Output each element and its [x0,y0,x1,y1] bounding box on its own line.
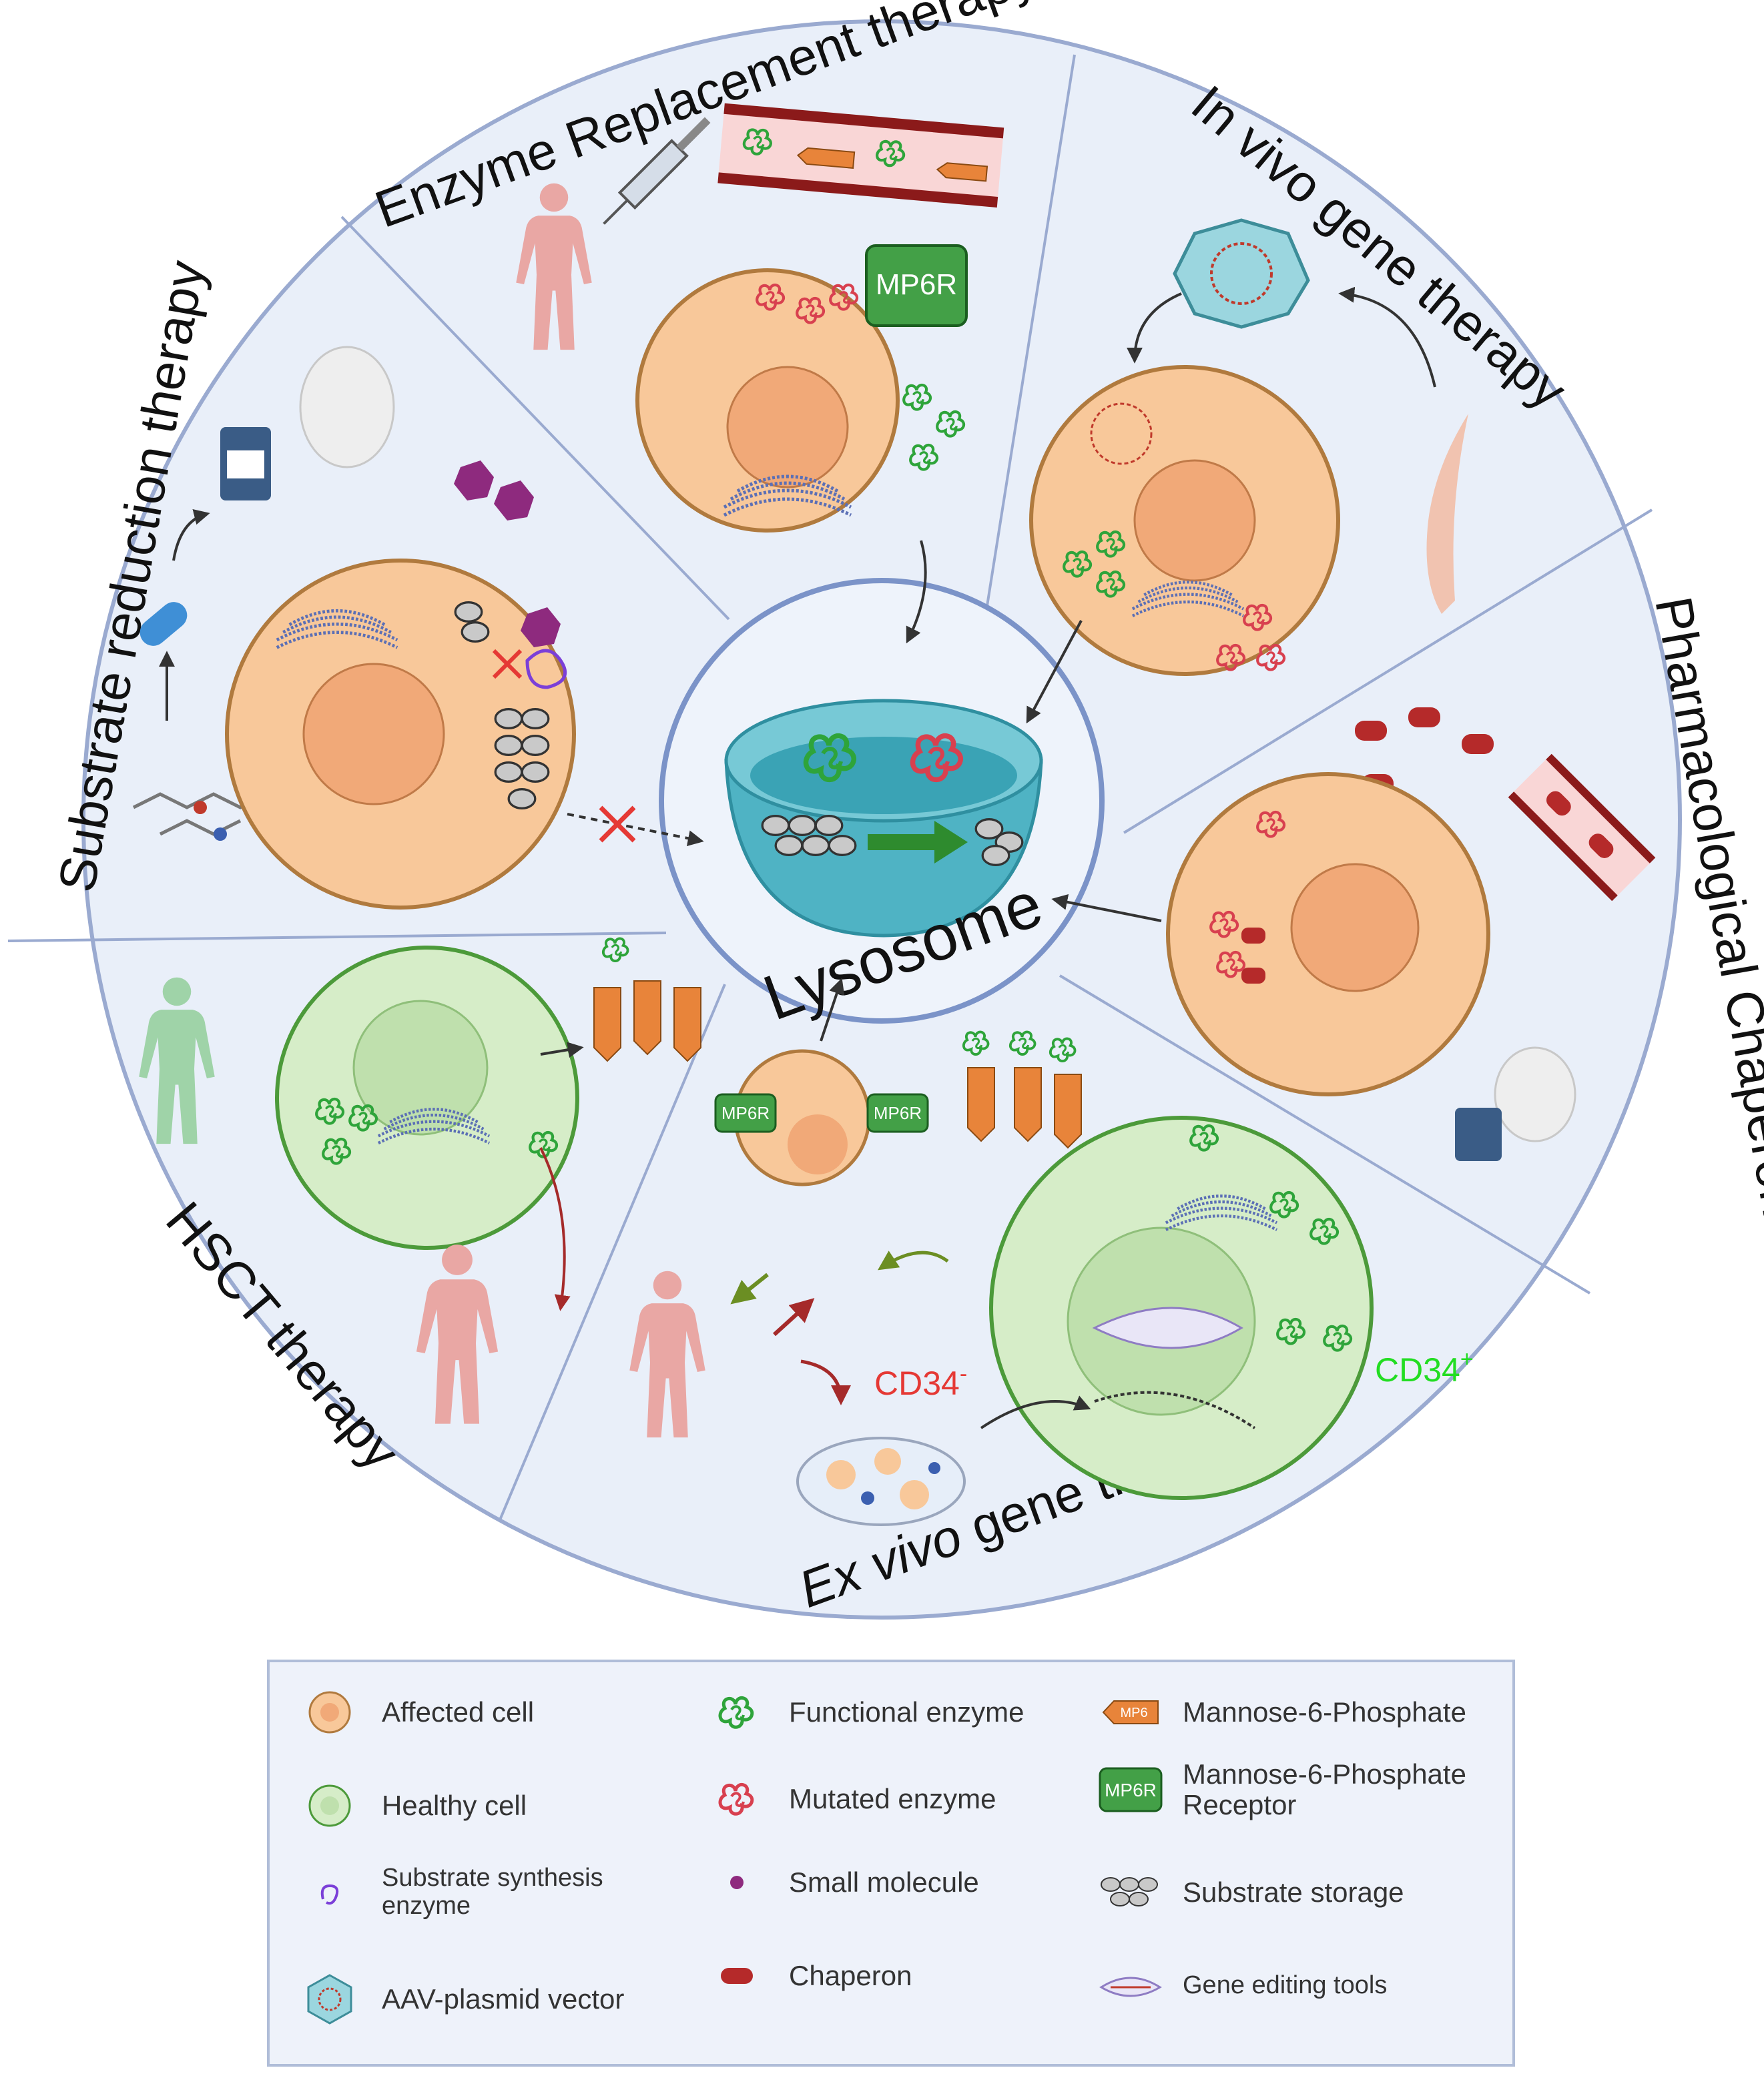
legend-item-aav-vector: AAV-plasmid vector [296,1969,624,2029]
sector-dividers [7,54,1653,1522]
legend-label: Healthy cell [382,1789,527,1821]
legend-label: Gene editing tools [1183,1971,1388,2000]
chaperon-icon [721,1968,753,1984]
legend-item-gene-editing-tools: Gene editing tools [1097,1956,1387,2016]
legend-label: Functional enzyme [789,1696,1024,1728]
legend-label: Mutated enzyme [789,1782,996,1814]
legend-panel: Affected cell Healthy cell Substrate syn… [267,1660,1515,2067]
medicine-bottle-icon [1455,1108,1502,1161]
pill-icon [139,602,188,646]
syringe-icon [603,117,711,225]
exvivo-sector: MP6R MP6R CD34- CD34+ [629,978,1474,1526]
affected-cell-icon [308,1691,351,1734]
cd34-negative-label: CD34- [874,1361,967,1402]
pharma-sector [1051,707,1656,1161]
gene-editing-tools-icon [1099,1977,1162,1997]
cd34-positive-label: CD34+ [1375,1347,1474,1389]
substrate-synthesis-enzyme-icon [525,649,567,689]
small-molecule-icon [730,1876,744,1889]
m6p-tag-icon: MP6 [1102,1700,1159,1724]
therapy-wheel-diagram: Enzyme Replacement therapy In vivo gene … [7,0,1764,1620]
functional-enzyme-icon [717,1692,757,1732]
arm-icon [1426,414,1468,614]
legend-label: Substrate synthesis enzyme [382,1864,603,1920]
ert-sector: MP6R [516,103,1004,644]
legend-label: Substrate storage [1183,1876,1404,1908]
mp6r-label: MP6R [876,268,957,301]
head-icon [299,346,395,468]
legend-item-m6p: MP6 Mannose-6-Phosphate [1097,1682,1466,1742]
legend-item-m6p-receptor: MP6R Mannose-6-Phosphate Receptor [1097,1758,1498,1821]
mutated-enzyme-icon [717,1779,757,1819]
legend-item-functional-enzyme: Functional enzyme [703,1682,1024,1742]
degradation-arrow-icon [868,821,968,863]
aav-vector-icon [307,1974,352,2025]
legend-label: Chaperon [789,1959,912,1991]
substrate-synthesis-enzyme-icon [320,1884,339,1905]
head-icon [1494,1046,1576,1142]
chaperon-icon [1355,721,1387,741]
mp6r-receptor-icon [865,244,968,327]
legend-label: AAV-plasmid vector [382,1983,625,2015]
legend-item-small-molecule: Small molecule [703,1852,979,1912]
legend-item-substrate-storage: Substrate storage [1097,1862,1404,1923]
mp6r-label-small: MP6R [874,1103,922,1123]
small-molecule-icon [454,460,494,500]
legend-item-chaperon: Chaperon [703,1946,912,2006]
invivo-sector [1026,218,1468,724]
legend-label: Affected cell [382,1696,535,1728]
lysosome: Lysosome [659,578,1105,1034]
legend-item-mutated-enzyme: Mutated enzyme [703,1769,996,1829]
mp6r-label-small: MP6R [721,1103,770,1123]
legend-label: Mannose-6-Phosphate [1183,1696,1466,1728]
legend-item-affected-cell: Affected cell [296,1682,534,1742]
blood-vessel-icon [1508,753,1656,902]
m6p-receptor-icon: MP6R [1099,1767,1163,1812]
gene-editing-tools-icon [1092,1307,1243,1349]
legend-label: Mannose-6-Phosphate Receptor [1183,1758,1466,1821]
healthy-cell-icon [308,1784,351,1827]
legend-item-healthy-cell: Healthy cell [296,1776,527,1836]
srt-sector [132,346,704,910]
m6p-tag-label: MP6 [1120,1706,1147,1720]
legend-item-substrate-synthesis-enzyme: Substrate synthesis enzyme [296,1862,643,1923]
substrate-storage-icon [1101,1877,1158,1906]
hsct-sector [139,937,701,1424]
aav-vector-icon [1173,218,1310,329]
blood-vessel-icon [717,103,1004,208]
legend-label: Small molecule [789,1866,979,1898]
m6p-receptor-label: MP6R [1105,1780,1157,1800]
